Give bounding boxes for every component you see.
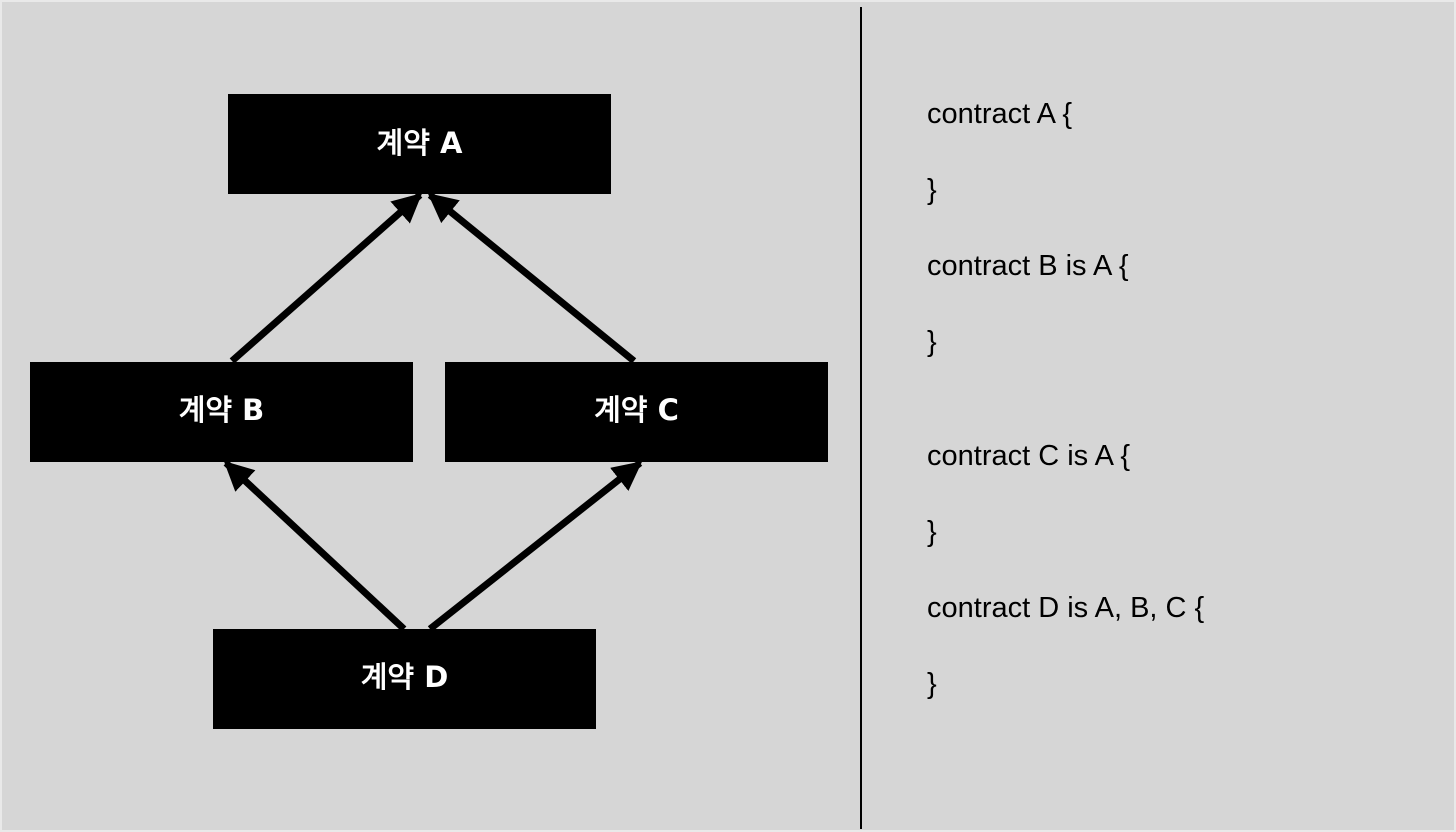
node-contract-b-label: 계약 B (179, 393, 265, 427)
code-line: } (927, 326, 937, 358)
code-line: contract C is A { (927, 440, 1131, 472)
node-contract-a-label: 계약 A (377, 126, 463, 160)
code-line: } (927, 174, 937, 206)
code-line: contract B is A { (927, 250, 1129, 282)
node-contract-c-label: 계약 C (594, 393, 679, 427)
node-contract-a: 계약 A (228, 94, 611, 194)
code-panel: contract A { } contract B is A { } contr… (927, 2, 1427, 830)
code-line: } (927, 516, 937, 548)
node-contract-c: 계약 C (445, 362, 828, 462)
node-contract-d-label: 계약 D (361, 660, 449, 694)
code-line: contract A { (927, 98, 1073, 130)
arrow-c-to-a (427, 192, 637, 364)
code-line: } (927, 668, 937, 700)
node-contract-d: 계약 D (213, 629, 596, 729)
arrow-d-to-c (427, 460, 643, 632)
node-contract-b: 계약 B (30, 362, 413, 462)
arrow-d-to-b (223, 460, 407, 632)
arrow-b-to-a (229, 192, 423, 364)
code-line: contract D is A, B, C { (927, 592, 1205, 624)
